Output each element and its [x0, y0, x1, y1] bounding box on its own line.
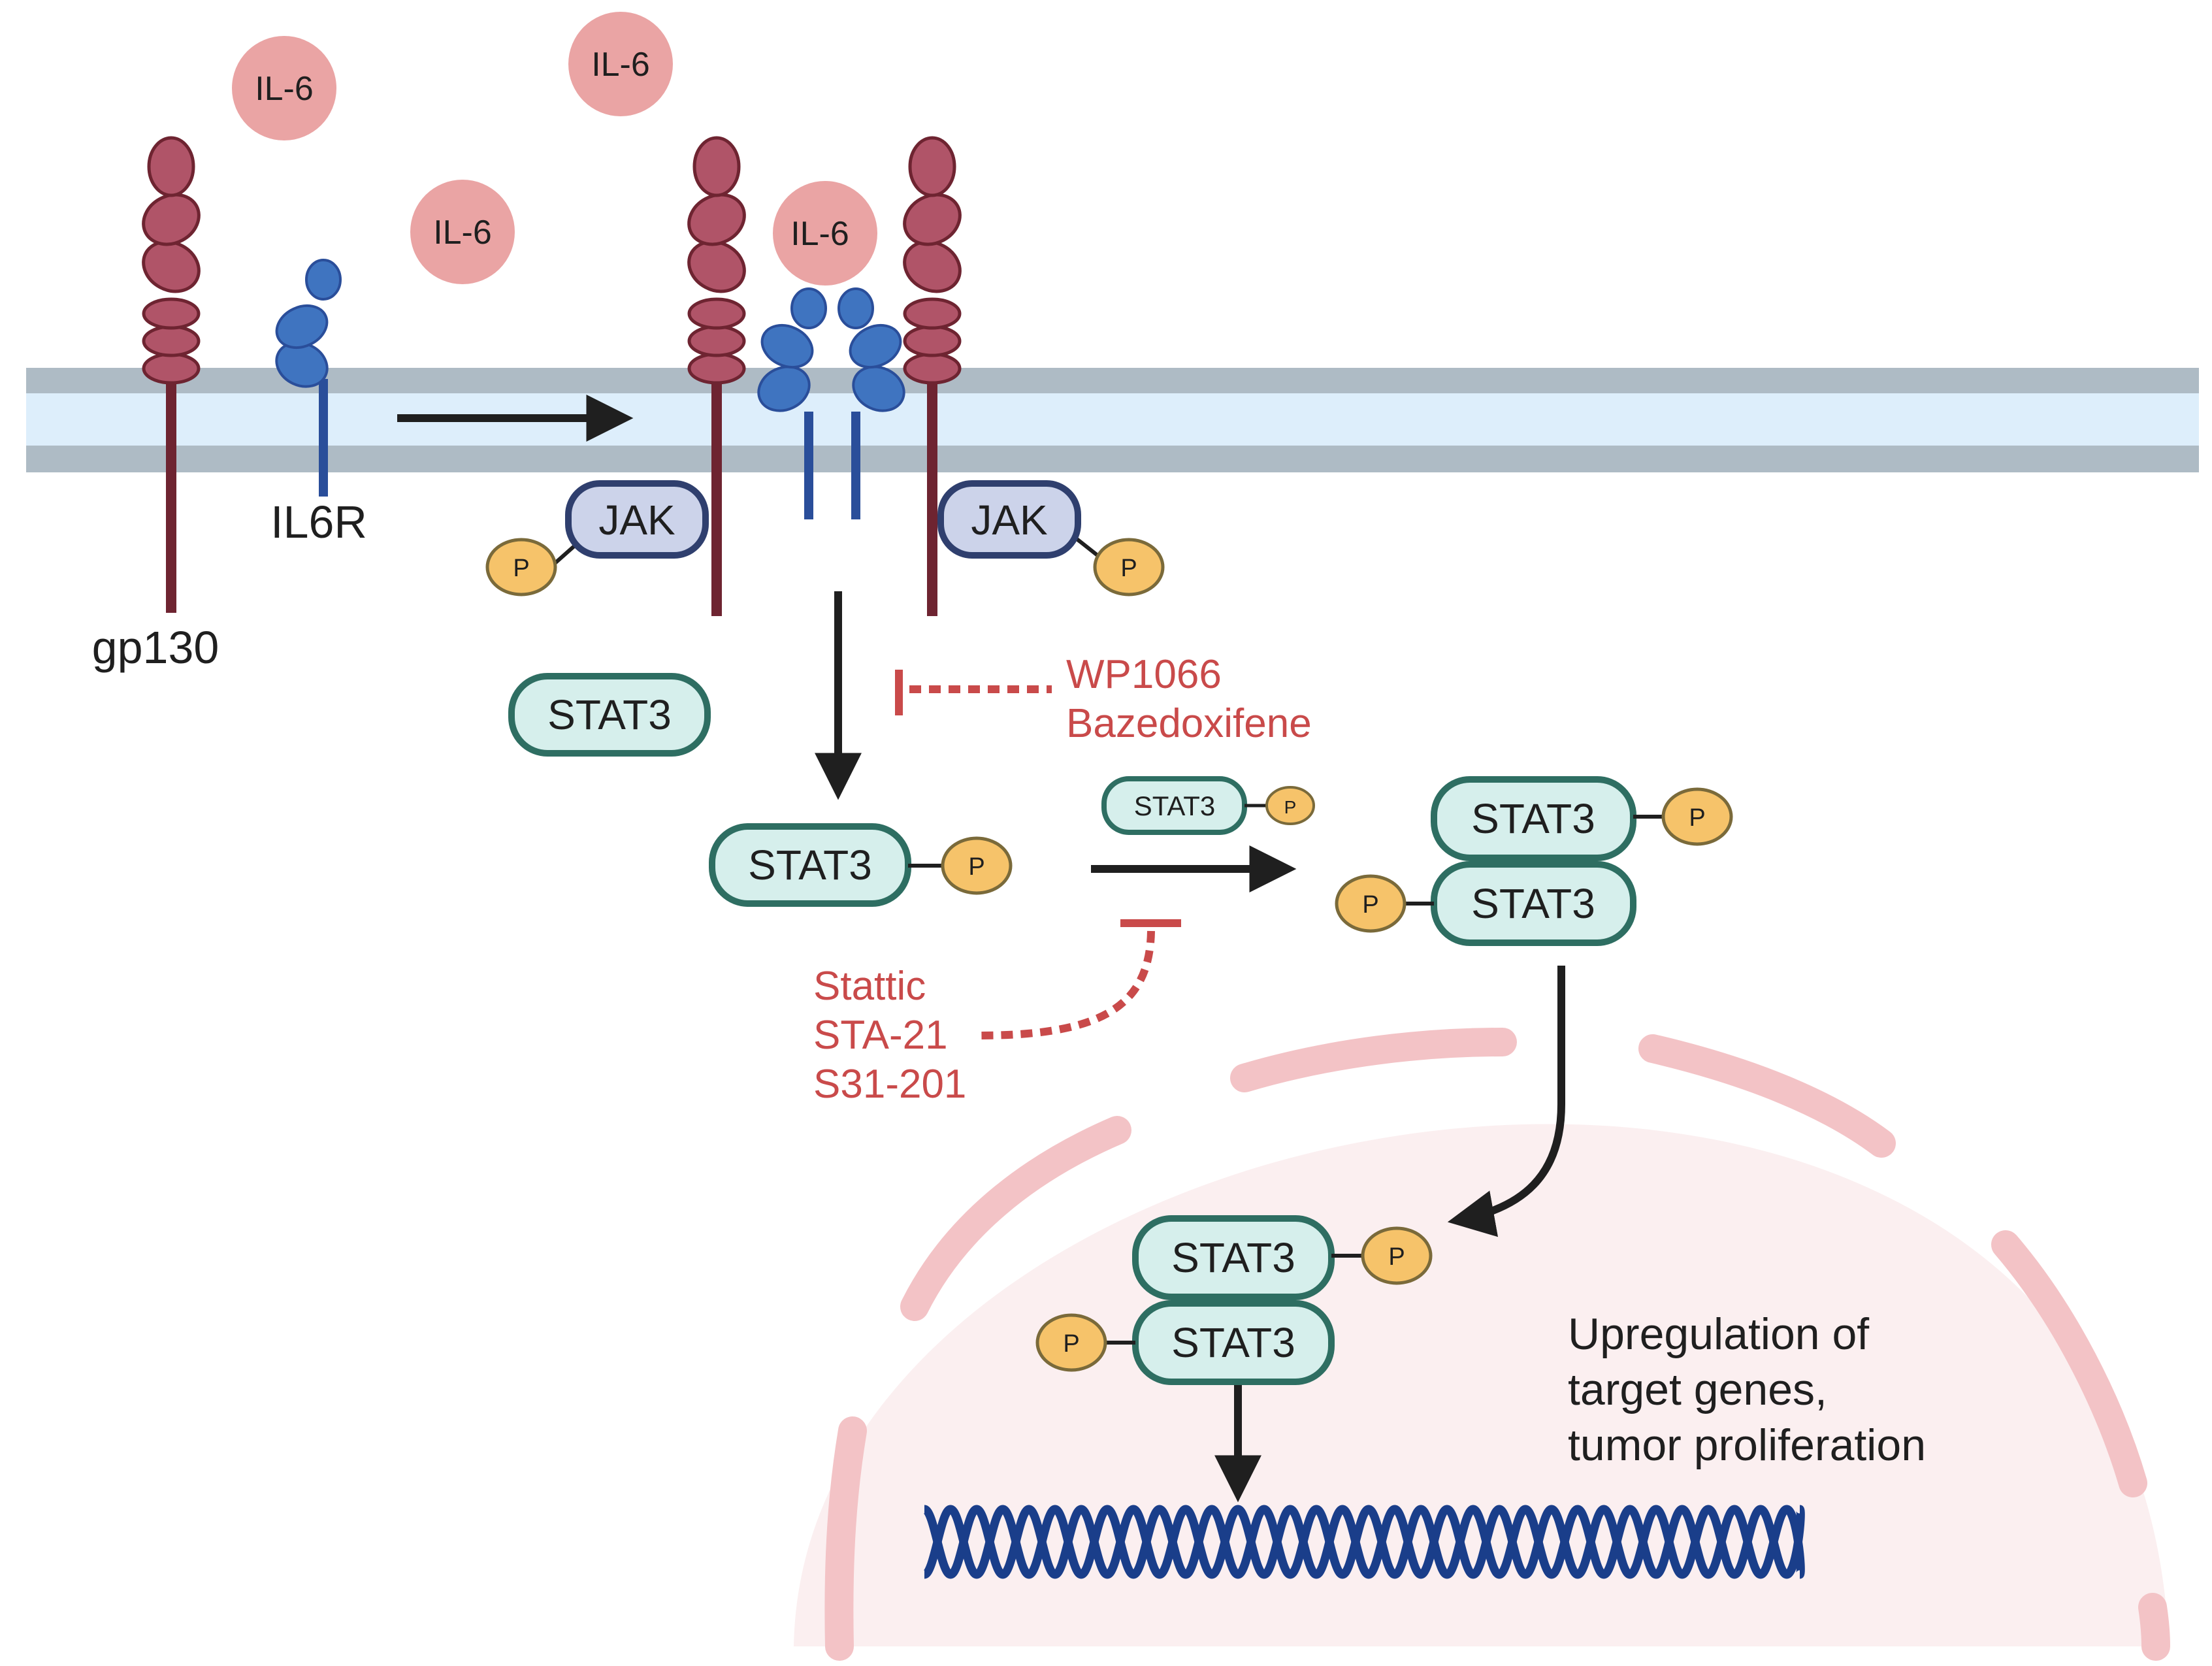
cell-membrane: [26, 368, 2199, 472]
outcome-line-2: target genes,: [1568, 1365, 1827, 1414]
gp130-receptor-left: [687, 136, 746, 616]
il6r-receptor-right: [838, 287, 905, 519]
phospho-label: P: [1284, 797, 1297, 817]
stat3-label: STAT3: [1471, 880, 1595, 927]
il6-label: IL-6: [255, 70, 314, 108]
jak-label: JAK: [971, 497, 1047, 544]
inhibitor-wp1066-label: WP1066: [1066, 652, 1222, 697]
inhibitor-jak-level: WP1066 Bazedoxifene: [895, 652, 1312, 746]
inhibitor-dimerization-level: Stattic STA-21 S31-201: [813, 919, 1181, 1107]
stat3-label: STAT3: [748, 841, 872, 889]
jak-right: JAK P: [937, 480, 1165, 596]
il6-label: IL-6: [790, 215, 849, 253]
inhibitor-sta21-label: STA-21: [813, 1013, 948, 1058]
phospho-label: P: [968, 853, 984, 881]
il6-free-1: IL-6: [232, 36, 336, 140]
stat3-label: STAT3: [1171, 1234, 1295, 1281]
phospho-label: P: [1388, 1243, 1405, 1271]
stat3-dimer-cytoplasm: STAT3 STAT3 P P: [1335, 776, 1733, 946]
dna-strand-b: [922, 1505, 1805, 1579]
gp130-receptor-unbound: [142, 136, 201, 613]
phospho-group: P: [1265, 786, 1315, 825]
stat3-inactive: STAT3: [508, 673, 711, 757]
stat3-label: STAT3: [1471, 795, 1595, 842]
phospho-group: P: [485, 538, 557, 596]
inhibitor-s31-201-label: S31-201: [813, 1062, 966, 1107]
phospho-label: P: [1063, 1330, 1079, 1358]
nuclear-envelope: [824, 1028, 2170, 1661]
phospho-label: P: [1689, 804, 1705, 832]
gp130-receptor-right: [903, 136, 962, 616]
dna-double-helix: [922, 1505, 1805, 1579]
gp130-label: gp130: [92, 622, 220, 673]
stat3-label: STAT3: [1134, 791, 1215, 821]
jak-label: JAK: [598, 497, 675, 544]
inhibitor-bazedoxifene-label: Bazedoxifene: [1066, 701, 1312, 746]
il6-label: IL-6: [433, 214, 492, 252]
stat3-phosphorylated-small: STAT3 P: [1101, 776, 1315, 835]
inhibitor-stattic-label: Stattic: [813, 964, 926, 1009]
il6-label: IL-6: [591, 46, 650, 84]
phospho-label: P: [1120, 555, 1137, 582]
il6r-label: IL6R: [270, 497, 367, 547]
phospho-group: P: [1093, 538, 1165, 596]
stat3-dimer-nucleus: STAT3 STAT3 P P: [1035, 1215, 1433, 1385]
phospho-group: P: [1335, 874, 1407, 933]
il6-bound: IL-6: [773, 181, 877, 286]
il6r-receptor-left: [757, 287, 827, 519]
dna-strand-a: [922, 1505, 1805, 1579]
il6r-receptor-unbound: [275, 259, 342, 497]
phospho-label: P: [513, 555, 529, 582]
stat3-label: STAT3: [547, 691, 672, 738]
phospho-label: P: [1362, 891, 1378, 919]
outcome-text: Upregulation of target genes, tumor prol…: [1568, 1309, 1926, 1470]
nuclear-translocation-arrow: [1447, 966, 1565, 1237]
jak-left: JAK P: [485, 480, 709, 596]
phospho-group: P: [1035, 1313, 1107, 1372]
il6-free-3: IL-6: [410, 180, 515, 284]
phospho-group: P: [1361, 1226, 1433, 1285]
phospho-group: P: [941, 836, 1013, 895]
stat3-phosphorylated: STAT3 P: [709, 823, 1013, 907]
outcome-line-3: tumor proliferation: [1568, 1420, 1926, 1470]
phospho-group: P: [1661, 787, 1733, 846]
il6-free-2: IL-6: [568, 12, 673, 116]
stat3-label: STAT3: [1171, 1319, 1295, 1366]
outcome-line-1: Upregulation of: [1568, 1309, 1869, 1359]
